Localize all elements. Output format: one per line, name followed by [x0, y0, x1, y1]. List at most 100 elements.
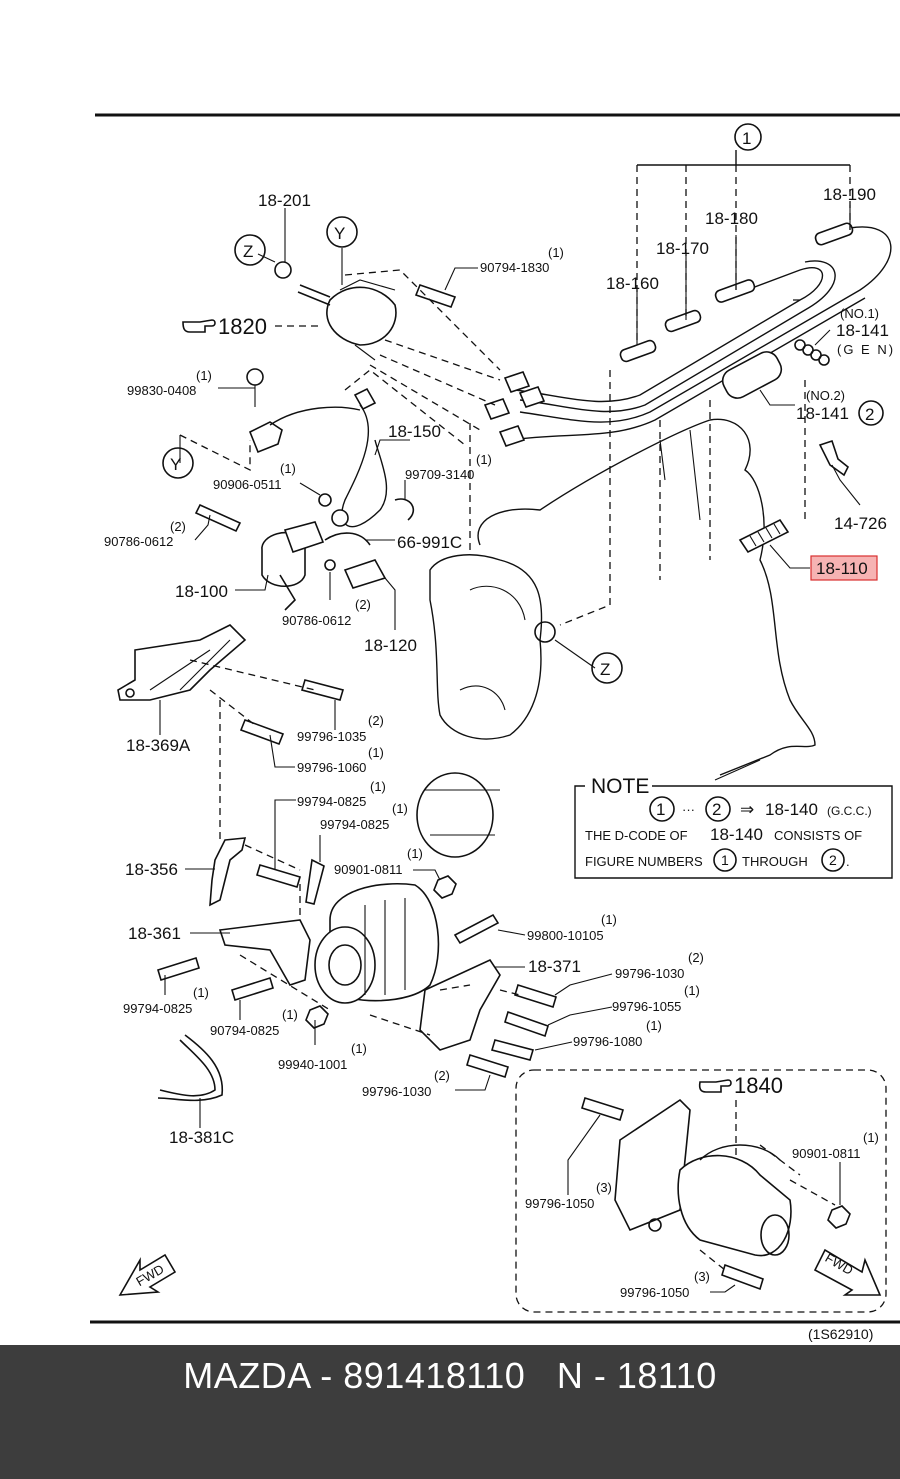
qty-99830-0408: (1) [196, 368, 212, 383]
ignition-coil [261, 521, 325, 611]
label-99794-0825-c: 99794-0825 [123, 1001, 192, 1016]
hand-pointer-icon [698, 1079, 732, 1093]
wire-clips-no1 [794, 339, 830, 366]
label-90794-0825: 90794-0825 [210, 1023, 279, 1038]
label-18-110[interactable]: 18-110 [816, 559, 868, 578]
coil-bracket [248, 421, 283, 454]
qty-99796-1030-a: (2) [688, 950, 704, 965]
bracket-18-371 [419, 958, 501, 1051]
note-circle-1b: 1 [721, 852, 729, 868]
qty-99794-0825-c: (1) [193, 985, 209, 1000]
clip-66-991c [324, 532, 371, 546]
qty-99709-3140: (1) [476, 452, 492, 467]
caption-sep-1: - [309, 1355, 344, 1396]
note-line3-a: FIGURE NUMBERS [585, 854, 703, 869]
bolt-99800-10105 [453, 913, 500, 945]
qty-90794-1830: (1) [548, 245, 564, 260]
caption-bar [0, 1345, 900, 1479]
note-circle-1: 1 [656, 800, 665, 819]
label-99796-1080: 99796-1080 [573, 1034, 642, 1049]
hand-pointer-icon [182, 319, 216, 333]
engine-outline [429, 418, 816, 776]
label-18-100: 18-100 [175, 582, 228, 601]
label-18-120: 18-120 [364, 636, 417, 655]
bolt-99794-0825-b [305, 858, 325, 905]
figure-id: (1S62910) [808, 1326, 873, 1342]
note-line2-c: CONSISTS OF [774, 828, 862, 843]
label-90901-0811-a: 90901-0811 [334, 862, 402, 877]
nut-90901-0811-a [433, 875, 457, 899]
callout-y-left: Y [170, 455, 181, 474]
note-line2-a: THE D-CODE OF [585, 828, 688, 843]
bolt-99796-1035 [300, 679, 345, 701]
label-99796-1060: 99796-1060 [297, 760, 366, 775]
caption-brand: MAZDA [183, 1355, 310, 1396]
nut-99940-1001 [305, 1005, 329, 1029]
label-no2: (NO.2) [806, 388, 845, 403]
note-target-tag: (G.C.C.) [827, 804, 872, 818]
bolt-99796-1050-a [581, 1096, 624, 1122]
label-18-141-a: 18-141 [836, 321, 889, 340]
caption-part-number: 891418110 [343, 1355, 526, 1396]
label-gen: (G E N) [837, 342, 895, 357]
callout-y-top: Y [334, 224, 345, 243]
label-18-356: 18-356 [125, 860, 178, 879]
qty-99796-1060: (1) [368, 745, 384, 760]
label-90901-0811-b: 90901-0811 [792, 1146, 860, 1161]
label-99794-0825-b: 99794-0825 [320, 817, 389, 832]
qty-99940-1001: (1) [351, 1041, 367, 1056]
label-99796-1030-b: 99796-1030 [362, 1084, 431, 1099]
qty-99796-1050-b: (3) [694, 1269, 710, 1284]
bolt-99796-1050-b [721, 1263, 764, 1291]
note-target: 18-140 [765, 800, 818, 819]
screw-99830-0408 [246, 368, 264, 407]
note-line3-b: THROUGH [742, 854, 808, 869]
label-18-369a: 18-369A [126, 736, 191, 755]
alternator [314, 882, 440, 1004]
label-99940-1001: 99940-1001 [278, 1057, 347, 1072]
label-no1: (NO.1) [840, 306, 879, 321]
label-18-141-b: 18-141 [796, 404, 849, 423]
label-99796-1050-a: 99796-1050 [525, 1196, 594, 1211]
label-99796-1035: 99796-1035 [297, 729, 366, 744]
label-90786-0612-a: 90786-0612 [104, 534, 173, 549]
caption-sep-2: - [583, 1355, 617, 1396]
label-18-150: 18-150 [388, 422, 441, 441]
qty-99794-0825-a: (1) [370, 779, 386, 794]
bolt-99796-1055 [504, 1010, 549, 1038]
label-18-180: 18-180 [705, 209, 758, 228]
highlighted-part-18-110[interactable]: 18-110 [810, 555, 878, 581]
bracket-18-361 [218, 919, 311, 986]
qty-90786-0612-a: (2) [170, 519, 186, 534]
nut-90906-0511 [318, 493, 332, 507]
pulley [416, 772, 500, 858]
callout-circle-2: 2 [865, 405, 874, 424]
plug-boot-no2 [721, 351, 783, 399]
bolt-90794-0825 [231, 976, 274, 1002]
bolt-99794-0825-a [256, 864, 301, 888]
caption-ref: N [556, 1355, 584, 1396]
label-99709-3140: 99709-3140 [405, 467, 474, 482]
caption-gap [525, 1355, 557, 1396]
label-99794-0825-a: 99794-0825 [297, 794, 366, 809]
label-90906-0511: 90906-0511 [213, 477, 281, 492]
bolt-90786-0612-b [324, 559, 336, 571]
spark-plug [738, 518, 790, 554]
starter-group-box [515, 1069, 887, 1313]
bracket-18-120 [343, 559, 387, 589]
bracket-18-356 [209, 837, 247, 907]
ignition-wires [341, 222, 892, 528]
note-box: NOTE 1 ··· 2 ⇒ 18-140 (G.C.C.) THE D-COD… [574, 775, 893, 879]
label-18-381c: 18-381C [169, 1128, 234, 1147]
label-99796-1055: 99796-1055 [612, 999, 681, 1014]
qty-99800-10105: (1) [601, 912, 617, 927]
bolt-90794-1830 [414, 283, 457, 309]
label-18-190: 18-190 [823, 185, 876, 204]
nut-90901-0811-b [827, 1205, 851, 1229]
label-18-170: 18-170 [656, 239, 709, 258]
starter-motor [614, 1098, 792, 1257]
bolt-99796-1030-b [466, 1053, 509, 1079]
label-99796-1050-b: 99796-1050 [620, 1285, 689, 1300]
caption-text: MAZDA - 891418110 N - 18110 [0, 1355, 900, 1397]
note-line2-b: 18-140 [710, 825, 763, 844]
